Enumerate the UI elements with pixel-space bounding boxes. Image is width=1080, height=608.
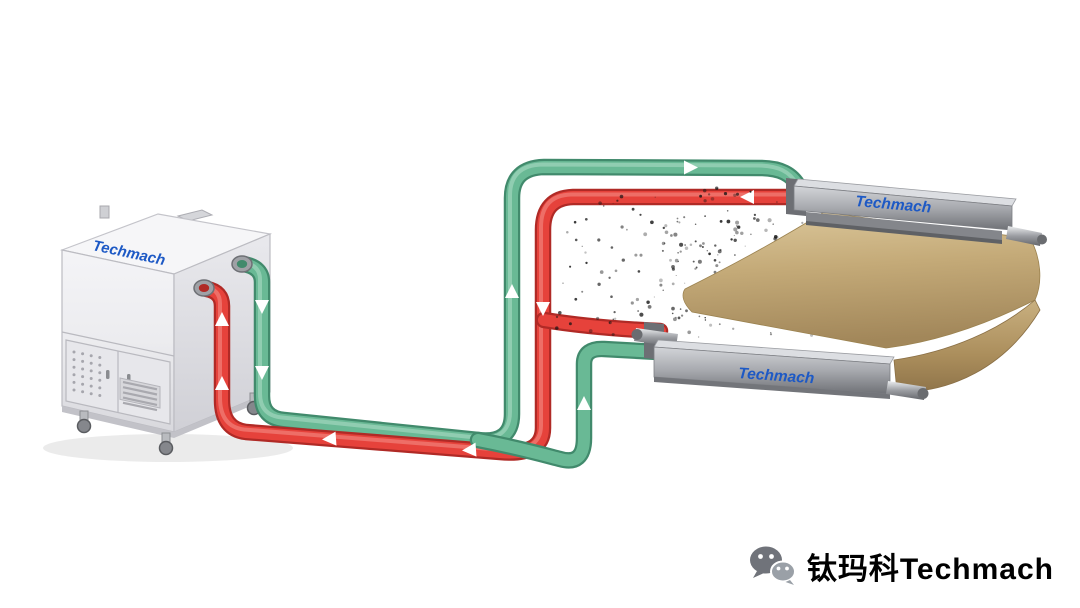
web-sheet-lower <box>893 299 1041 393</box>
footer-brand: 钛玛科Techmach <box>749 544 1054 588</box>
lower-beam-bottom-strip <box>654 377 890 399</box>
lower-beam-right-roller <box>886 381 926 400</box>
lower-beam-right-roller-cap <box>917 388 929 399</box>
upper-beam-clamp-shadow <box>806 221 1002 244</box>
dust-collector-machine: Techmach <box>59 205 273 456</box>
lower-beam-label: Techmach <box>738 365 815 387</box>
machine-ports <box>193 255 253 297</box>
caster-wheel <box>158 432 174 456</box>
green-hose-port <box>231 255 253 273</box>
red-hose-port <box>193 279 215 297</box>
door-handle-left <box>106 370 110 379</box>
vent-grille-frame <box>119 377 161 409</box>
green-supply-pipe <box>234 158 808 449</box>
footer-brand-text: 钛玛科Techmach <box>806 553 1054 586</box>
upper-beam: Techmach <box>786 178 1047 246</box>
upper-beam-roller <box>1006 226 1042 246</box>
lower-beam: Techmach <box>631 322 929 400</box>
green-branch-pipe <box>469 340 667 469</box>
upper-beam-clamp-bar <box>806 212 1002 242</box>
upper-beam-roller-cap <box>1037 234 1047 245</box>
vent-grille <box>122 380 158 412</box>
lower-beam-left-roller-cap <box>631 329 643 340</box>
pipes <box>198 158 815 469</box>
wechat-icon <box>749 546 796 585</box>
machine-top-fitting <box>99 205 110 219</box>
material-web <box>682 211 1041 393</box>
caster-wheel <box>76 410 92 434</box>
upper-beam-label: Techmach <box>855 193 932 217</box>
machine-door-divider <box>61 331 175 357</box>
ventilation-holes <box>72 350 102 397</box>
